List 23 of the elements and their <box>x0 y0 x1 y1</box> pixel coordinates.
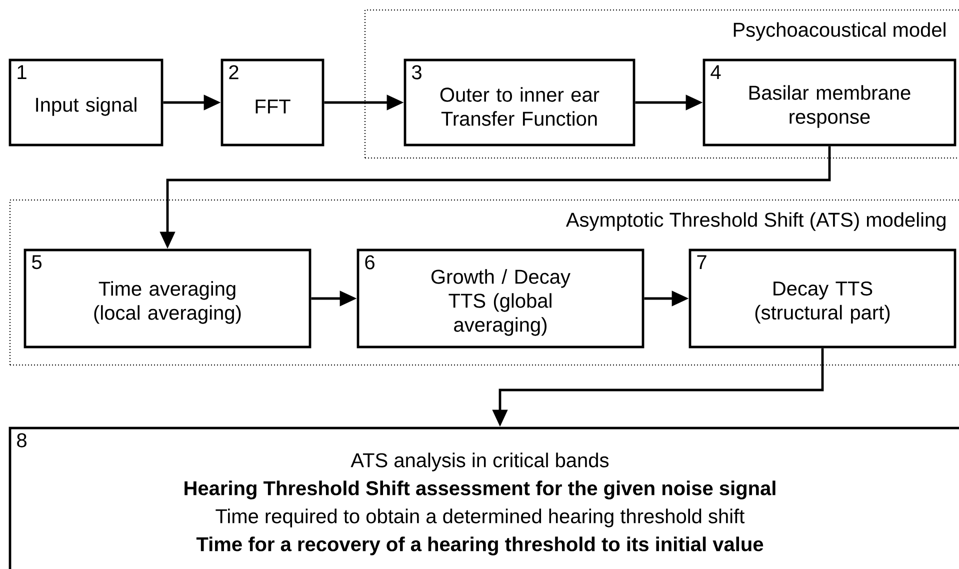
result-line: Time required to obtain a determined hearing threshold shift <box>216 508 745 528</box>
group-title: Psychoacoustical model <box>734 22 946 41</box>
box-label: Outer to inner ear Transfer Function <box>440 87 600 126</box>
box-label: Time averaging (local averaging) <box>94 281 241 324</box>
step-number: 7 <box>697 255 706 269</box>
step-number: 5 <box>32 255 42 270</box>
step-number: 8 <box>17 433 26 448</box>
bold-result-line: Time for a recovery of a hearing threshold to its initial value <box>196 536 764 556</box>
step-number: 6 <box>365 255 374 270</box>
step-number: 1 <box>18 65 26 79</box>
box-label: Basilar membrane response <box>749 85 910 128</box>
group-title: Asymptotic Threshold Shift (ATS) modeling <box>566 212 946 231</box>
bold-result-line: Hearing Threshold Shift assessment for the given noise signal <box>184 480 776 500</box>
step-number: 2 <box>229 65 238 80</box>
step-number: 4 <box>710 65 721 79</box>
result-line: ATS analysis in critical bands <box>350 452 609 472</box>
box-label: Input signal <box>36 97 136 116</box>
dotted-frame <box>364 10 959 158</box>
dotted-frame <box>10 200 959 366</box>
box-label: Decay TTS (structural part) <box>755 281 890 324</box>
step-number: 3 <box>412 65 422 80</box>
box-label: Growth / Decay TTS (global averaging) <box>432 269 570 336</box>
box-label: FFT <box>256 100 290 114</box>
